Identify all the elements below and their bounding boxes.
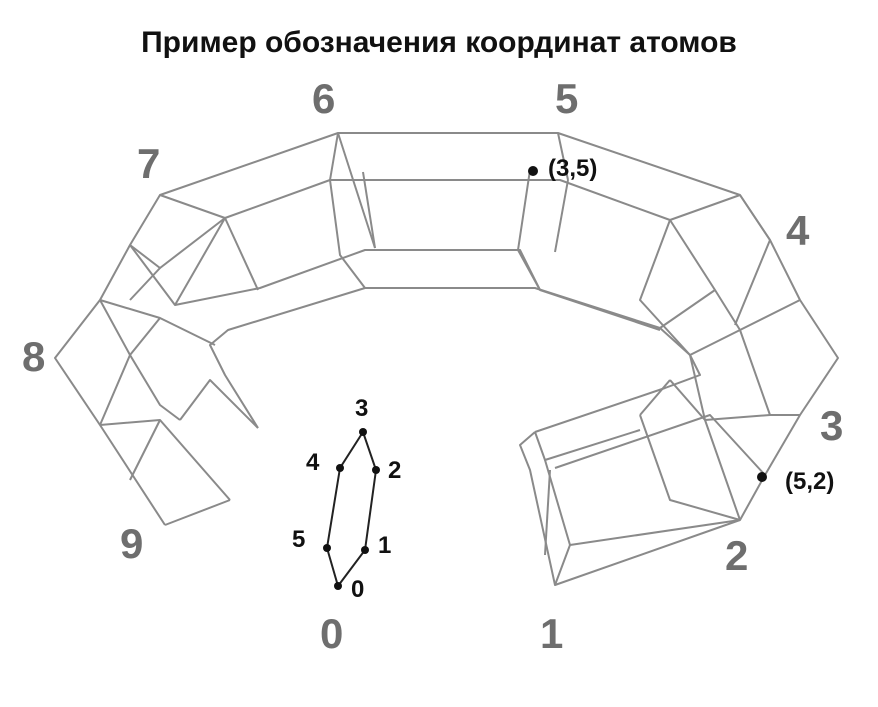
hexagon-example — [323, 428, 380, 590]
coord-dot-3-5 — [528, 166, 538, 176]
ring-label-0: 0 — [320, 610, 343, 657]
hex-label-4: 4 — [306, 449, 320, 476]
ring-label-2: 2 — [725, 532, 748, 579]
ring-label-3: 3 — [820, 402, 843, 449]
ring-label-6: 6 — [312, 75, 335, 122]
coord-dot-5-2 — [757, 472, 767, 482]
diagram-title: Пример обозначения координат атомов — [141, 26, 737, 59]
ring-label-1: 1 — [540, 610, 563, 657]
ring-label-9: 9 — [120, 520, 143, 567]
hex-label-2: 2 — [388, 457, 401, 484]
hex-label-5: 5 — [292, 526, 305, 553]
hex-label-1: 1 — [378, 532, 391, 559]
atom-dot-1 — [361, 546, 369, 554]
atom-dot-2 — [372, 466, 380, 474]
atom-dot-0 — [334, 582, 342, 590]
hex-label-0: 0 — [351, 576, 364, 603]
ring-label-5: 5 — [555, 75, 578, 122]
hex-label-3: 3 — [355, 395, 368, 422]
ring-label-8: 8 — [22, 333, 45, 380]
hexagon-outline — [325, 429, 378, 589]
inner-rim — [209, 287, 701, 433]
atom-dot-5 — [323, 544, 331, 552]
coord-label-3-5: (3,5) — [548, 155, 597, 182]
outer-rim — [54, 132, 839, 586]
atom-dot-3 — [359, 428, 367, 436]
tube-wireframe — [54, 132, 839, 586]
ring-label-4: 4 — [786, 207, 810, 254]
coord-label-5-2: (5,2) — [785, 468, 834, 495]
atom-dot-4 — [336, 464, 344, 472]
ring-label-7: 7 — [137, 140, 160, 187]
